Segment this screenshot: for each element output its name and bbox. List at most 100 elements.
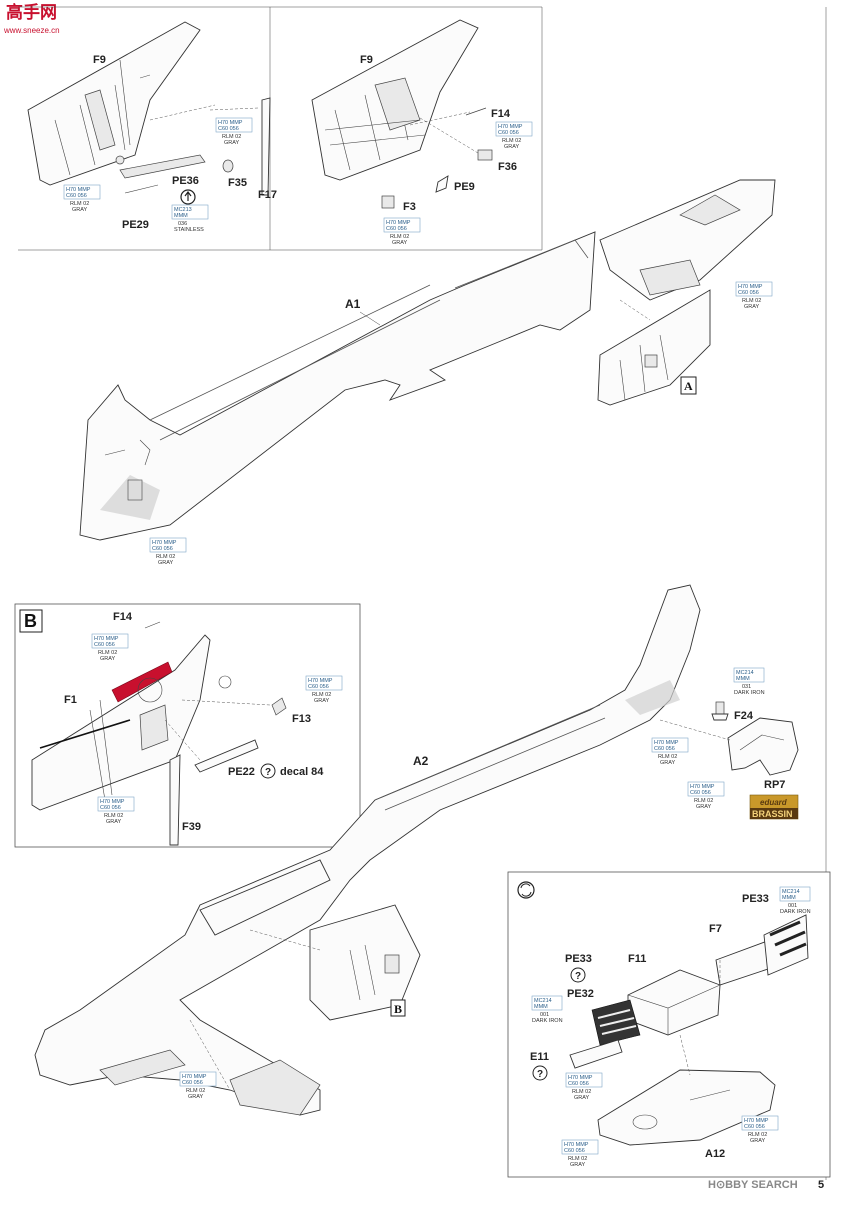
paint-callout-gray: H70 MMP C60 056 RLM 02 GRAY [561,1139,599,1168]
svg-text:RLM 02: RLM 02 [98,650,117,656]
paint-callout-gray: H70 MMP C60 056 RLM 02 GRAY [215,117,253,146]
svg-text:C60 056: C60 056 [308,684,329,690]
svg-text:RLM 02: RLM 02 [572,1089,591,1095]
svg-text:H70 MMP: H70 MMP [386,220,411,226]
svg-text:?: ? [265,767,271,778]
svg-text:H70 MMP: H70 MMP [568,1075,593,1081]
fuselage-a2: A2 B H70 MMP C60 056 RLM 02 GRAY H70 MMP… [34,584,701,1116]
label-f9-right: F9 [360,54,373,66]
label-pe9: PE9 [454,181,475,193]
svg-text:RLM 02: RLM 02 [222,134,241,140]
label-pe36: PE36 [172,175,199,187]
paint-callout-gray: H70 MMP C60 056 RLM 02 GRAY [565,1072,603,1101]
brassin-logo: eduard BRASSIN [749,794,799,820]
tag-b-small [390,999,406,1017]
svg-text:RLM 02: RLM 02 [694,798,713,804]
svg-text:RLM 02: RLM 02 [156,554,175,560]
label-a12: A12 [705,1148,725,1160]
svg-text:C60 056: C60 056 [218,126,239,132]
svg-text:RLM 02: RLM 02 [748,1132,767,1138]
svg-text:C60 056: C60 056 [94,642,115,648]
svg-text:H70 MMP: H70 MMP [308,678,333,684]
footer: H⊙BBY SEARCH 5 [708,1179,824,1191]
svg-text:GRAY: GRAY [574,1095,590,1101]
svg-text:MMM: MMM [782,895,796,901]
svg-text:GRAY: GRAY [100,656,116,662]
site-logo-url: www.sneeze.cn [3,26,60,35]
svg-text:GRAY: GRAY [392,240,408,246]
svg-text:RLM 02: RLM 02 [658,754,677,760]
paint-callout-gray: H70 MMP C60 056 RLM 02 GRAY [651,737,689,766]
svg-text:C60 056: C60 056 [654,746,675,752]
svg-text:036: 036 [178,221,187,227]
svg-text:?: ? [575,971,581,982]
svg-text:RLM 02: RLM 02 [742,298,761,304]
svg-text:RLM 02: RLM 02 [502,138,521,144]
svg-text:MC214: MC214 [782,889,800,895]
svg-text:RLM 02: RLM 02 [568,1156,587,1162]
svg-text:H70 MMP: H70 MMP [66,187,91,193]
top-right-assembly: F9 F14 F36 PE9 F3 H70 MMP C60 056 RLM 02… [311,19,533,246]
fuselage-a1: A1 H70 MMP C60 056 RLM 02 GRAY [79,231,596,566]
svg-text:DARK IRON: DARK IRON [734,690,765,696]
tag-b-small-text: B [394,1002,402,1016]
section-b-box: B F14 F1 F13 PE22 ? decal 84 F39 H70 MMP… [14,603,361,848]
label-f13: F13 [292,713,311,725]
svg-text:RLM 02: RLM 02 [186,1088,205,1094]
label-pe33-top: PE33 [742,893,769,905]
svg-text:C60 056: C60 056 [182,1080,203,1086]
svg-text:DARK IRON: DARK IRON [532,1018,563,1024]
optional-icon [260,763,276,779]
svg-text:H70 MMP: H70 MMP [738,284,763,290]
site-logo-chars: 高手网 [6,2,57,22]
svg-text:DARK IRON: DARK IRON [780,909,811,915]
label-a2: A2 [413,754,429,768]
svg-text:C60 056: C60 056 [498,130,519,136]
label-f36: F36 [498,161,517,173]
svg-text:GRAY: GRAY [224,140,240,146]
label-a1: A1 [345,297,361,311]
svg-text:031: 031 [742,684,751,690]
brassin-bottom: BRASSIN [752,809,793,819]
svg-text:C60 056: C60 056 [152,546,173,552]
svg-text:C60 056: C60 056 [568,1081,589,1087]
tag-a-text: A [684,379,693,393]
label-f11: F11 [628,953,646,965]
svg-text:RLM 02: RLM 02 [104,813,123,819]
label-f1: F1 [64,694,77,706]
svg-text:MC213: MC213 [174,207,192,213]
label-f7: F7 [709,923,722,935]
label-f14-top: F14 [491,108,511,120]
label-f24: F24 [734,710,754,722]
svg-text:C60 056: C60 056 [738,290,759,296]
svg-text:GRAY: GRAY [188,1094,204,1100]
optional-icon [570,967,586,983]
svg-text:H70 MMP: H70 MMP [218,120,243,126]
top-left-assembly: F9 PE36 F35 F17 PE29 H70 MMP C60 056 RLM… [27,21,277,233]
svg-text:?: ? [537,1069,543,1080]
svg-text:H70 MMP: H70 MMP [152,540,177,546]
svg-text:H70 MMP: H70 MMP [690,784,715,790]
paint-callout-gray: H70 MMP C60 056 RLM 02 GRAY [735,281,773,310]
tag-a [680,376,697,395]
label-f35: F35 [228,177,247,189]
svg-text:RLM 02: RLM 02 [312,692,331,698]
svg-text:STAINLESS: STAINLESS [174,227,204,233]
page-number: 5 [818,1179,824,1191]
label-f14-b: F14 [113,611,133,623]
highlight-red-part [111,661,173,703]
svg-text:001: 001 [540,1012,549,1018]
rotate-icon [517,881,535,899]
svg-text:H70 MMP: H70 MMP [654,740,679,746]
svg-text:H70 MMP: H70 MMP [100,799,125,805]
svg-text:MC214: MC214 [534,998,552,1004]
paint-callout-gray: H70 MMP C60 056 RLM 02 GRAY [495,121,533,150]
svg-text:C60 056: C60 056 [386,226,407,232]
svg-text:MC214: MC214 [736,670,754,676]
label-decal: decal 84 [280,766,324,778]
paint-callout-gray: H70 MMP C60 056 RLM 02 GRAY [179,1071,217,1100]
svg-text:C60 056: C60 056 [744,1124,765,1130]
svg-text:001: 001 [788,903,797,909]
label-f3: F3 [403,201,416,213]
